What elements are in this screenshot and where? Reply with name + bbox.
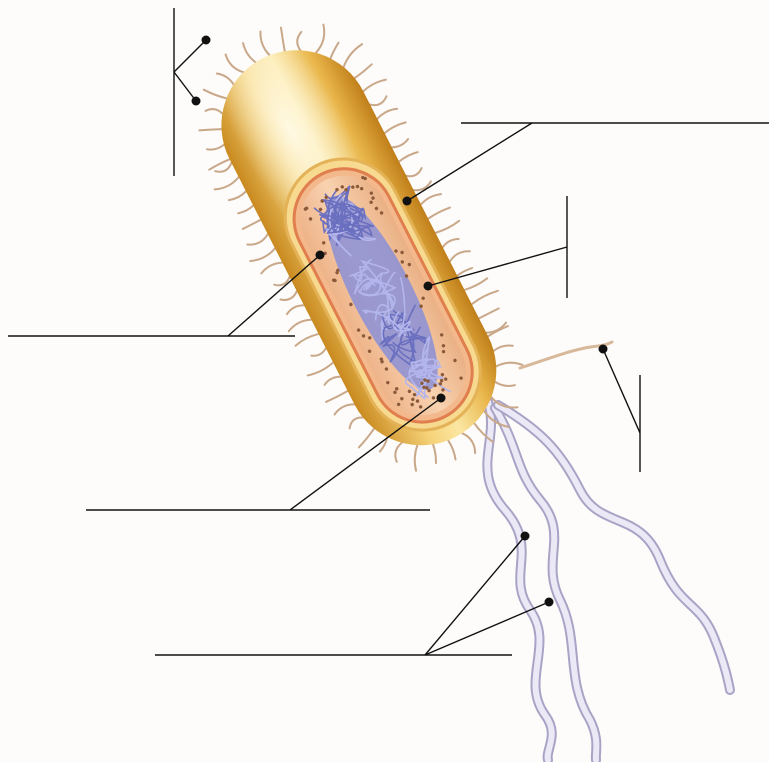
fimbria-strand	[520, 342, 612, 368]
leader-fimbria	[603, 349, 640, 433]
pilus	[287, 305, 304, 314]
pilus	[350, 417, 363, 428]
pilus	[217, 74, 234, 85]
pilus	[335, 404, 355, 414]
pilus	[399, 152, 418, 161]
pointer-pili-1	[202, 36, 211, 45]
pilus	[448, 440, 455, 459]
pointer-nucleoid	[424, 282, 433, 291]
pilus	[326, 391, 348, 402]
pilus	[250, 248, 275, 261]
pilus	[297, 32, 301, 50]
pilus	[325, 377, 341, 385]
pilus	[414, 181, 431, 190]
pointer-membrane	[316, 251, 325, 260]
pointer-ribosomes	[437, 394, 446, 403]
flagellum-3-outline	[498, 405, 730, 690]
pointer-cell-wall	[403, 197, 412, 206]
pilus	[494, 345, 513, 350]
pilus	[199, 129, 221, 130]
pilus	[261, 263, 282, 274]
pilus	[443, 239, 459, 247]
pilus	[209, 159, 229, 169]
pilus	[377, 109, 397, 119]
pilus	[247, 234, 267, 245]
pilus	[433, 444, 436, 463]
flagella	[487, 402, 730, 760]
leader-pili-1	[174, 40, 206, 72]
pointer-fimbria	[599, 345, 608, 354]
pilus	[406, 168, 421, 176]
flagellum-3	[498, 405, 730, 690]
cell-body	[196, 24, 523, 471]
pilus	[260, 32, 269, 56]
pointer-flagella-1	[521, 532, 530, 541]
pilus	[465, 278, 488, 290]
pilus	[296, 334, 319, 346]
pilus	[395, 443, 402, 462]
pilus	[289, 320, 311, 331]
pilus	[385, 122, 406, 133]
pilus	[205, 109, 222, 113]
pointer-pili-2	[192, 97, 201, 106]
leader-pili-2	[174, 72, 196, 101]
pilus	[392, 139, 408, 147]
pilus	[204, 90, 227, 99]
pilus	[462, 433, 475, 453]
pilus	[344, 44, 362, 67]
pilus	[207, 145, 224, 150]
pilus	[428, 208, 450, 219]
pilus	[359, 429, 374, 448]
pilus	[229, 191, 246, 200]
pilus	[421, 194, 441, 204]
pilus	[316, 25, 324, 53]
pilus	[370, 96, 386, 105]
pilus	[363, 80, 386, 92]
pilus	[311, 348, 326, 356]
pilus	[280, 291, 296, 300]
pilus	[415, 445, 418, 471]
leader-cell-wall	[407, 123, 532, 201]
pilus	[308, 362, 333, 375]
pointer-flagella-2	[545, 598, 554, 607]
pilus	[215, 177, 239, 189]
leader-flagella-2	[425, 602, 549, 655]
pilus	[496, 363, 522, 367]
pilus	[243, 220, 261, 229]
pilus	[330, 43, 338, 59]
pilus	[479, 308, 499, 318]
pilus	[495, 382, 515, 386]
pilus	[243, 43, 256, 62]
pilus	[226, 54, 244, 72]
pilus	[281, 28, 285, 52]
pilus	[355, 64, 372, 78]
leader-flagella-1	[425, 536, 525, 655]
pilus	[472, 291, 498, 304]
pilus	[450, 251, 470, 261]
pilus	[435, 221, 459, 233]
pilus	[238, 206, 253, 214]
